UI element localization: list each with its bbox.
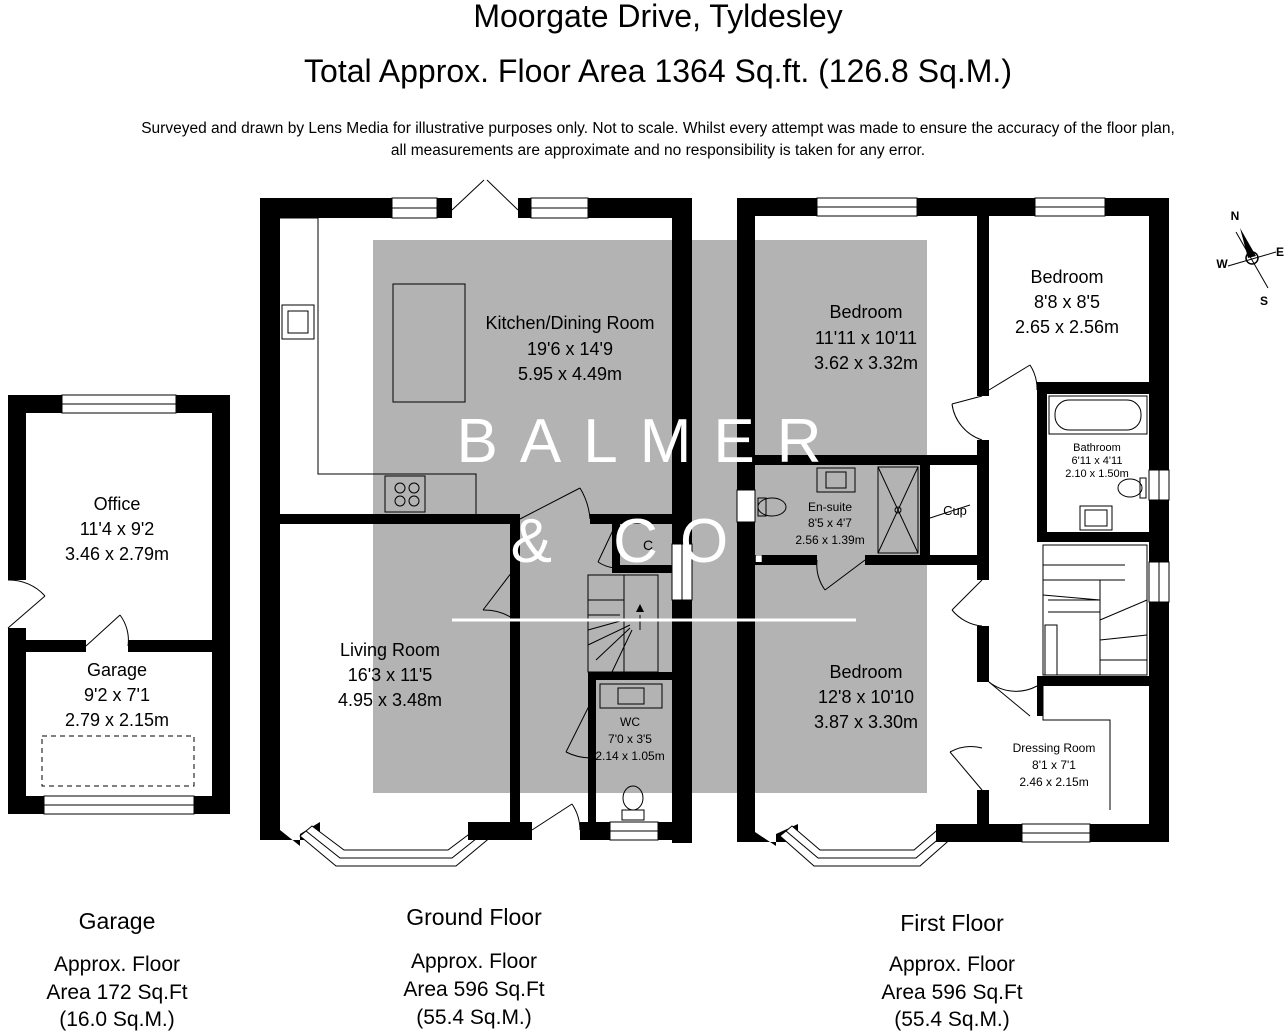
living-name: Living Room [340, 640, 440, 660]
cupboard-ff-name: Cup [943, 503, 967, 518]
dressing-imperial: 8'1 x 7'1 [1032, 758, 1076, 772]
garage-floor-line2: Area 172 Sq.Ft [46, 981, 187, 1004]
header: Moorgate Drive, Tyldesley Total Approx. … [141, 0, 1175, 159]
watermark-line-1: BALMER [457, 407, 844, 476]
kitchen-imperial: 19'6 x 14'9 [527, 339, 613, 359]
bedroom2-imperial: 8'8 x 8'5 [1034, 292, 1100, 312]
first-floor-title: First Floor [900, 910, 1004, 936]
bedroom3-imperial: 12'8 x 10'10 [818, 687, 914, 707]
garage-metric: 2.79 x 2.15m [65, 710, 169, 730]
office-imperial: 11'4 x 9'2 [80, 519, 155, 539]
watermark: BALMER & CO. [452, 407, 856, 622]
wc-metric: 2.14 x 1.05m [595, 749, 664, 763]
ground-floor-plan [260, 179, 693, 867]
ensuite-metric: 2.56 x 1.39m [795, 533, 864, 547]
garage-floor-line3: (16.0 Sq.M.) [59, 1008, 175, 1031]
dressing-name: Dressing Room [1013, 741, 1096, 755]
bathroom-imperial: 6'11 x 4'11 [1072, 455, 1123, 467]
bedroom2-metric: 2.65 x 2.56m [1015, 317, 1119, 337]
office-metric: 3.46 x 2.79m [65, 544, 169, 564]
compass-icon: N E S W [1216, 209, 1284, 308]
dressing-metric: 2.46 x 2.15m [1019, 775, 1088, 789]
bedroom3-name: Bedroom [829, 662, 902, 682]
garage-name: Garage [87, 660, 147, 680]
ground-floor-line3: (55.4 Sq.M.) [416, 1006, 532, 1029]
compass-north: N [1231, 209, 1240, 223]
garage-floor-line1: Approx. Floor [54, 953, 180, 976]
ground-floor-line2: Area 596 Sq.Ft [403, 978, 544, 1001]
ensuite-name: En-suite [808, 500, 852, 514]
living-metric: 4.95 x 3.48m [338, 690, 442, 710]
bathroom-metric: 2.10 x 1.50m [1065, 468, 1129, 480]
address-title: Moorgate Drive, Tyldesley [473, 0, 842, 34]
compass-south: S [1260, 294, 1268, 308]
first-floor-line3: (55.4 Sq.M.) [894, 1008, 1010, 1031]
garage-building [7, 394, 230, 815]
compass-west: W [1216, 257, 1228, 271]
watermark-line-2: & CO. [511, 507, 790, 576]
wc-name: WC [620, 715, 640, 729]
first-floor-line2: Area 596 Sq.Ft [881, 981, 1022, 1004]
total-area: Total Approx. Floor Area 1364 Sq.ft. (12… [304, 53, 1012, 89]
kitchen-metric: 5.95 x 4.49m [518, 364, 622, 384]
garage-floor-title: Garage [79, 908, 156, 934]
living-imperial: 16'3 x 11'5 [348, 665, 433, 685]
bedroom1-name: Bedroom [829, 302, 902, 322]
garage-imperial: 9'2 x 7'1 [84, 685, 150, 705]
bedroom1-imperial: 11'11 x 10'11 [815, 328, 917, 348]
ensuite-imperial: 8'5 x 4'7 [808, 516, 852, 530]
first-floor-line1: Approx. Floor [889, 953, 1015, 976]
bedroom1-metric: 3.62 x 3.32m [814, 353, 918, 373]
room-labels: Kitchen/Dining Room 19'6 x 14'9 5.95 x 4… [65, 267, 1129, 789]
first-floor-plan [736, 197, 1170, 867]
ground-floor-line1: Approx. Floor [411, 950, 537, 973]
kitchen-name: Kitchen/Dining Room [485, 313, 654, 333]
office-name: Office [94, 494, 141, 514]
disclaimer-line-2: all measurements are approximate and no … [391, 142, 925, 159]
bathroom-name: Bathroom [1073, 442, 1121, 454]
wc-imperial: 7'0 x 3'5 [608, 732, 652, 746]
compass-east: E [1276, 245, 1284, 259]
bedroom3-metric: 3.87 x 3.30m [814, 712, 918, 732]
ground-floor-title: Ground Floor [406, 904, 542, 930]
cupboard-gf-name: C [643, 537, 653, 553]
floor-summaries: Garage Approx. Floor Area 172 Sq.Ft (16.… [46, 904, 1022, 1031]
bedroom2-name: Bedroom [1030, 267, 1103, 287]
disclaimer-line-1: Surveyed and drawn by Lens Media for ill… [141, 120, 1175, 137]
